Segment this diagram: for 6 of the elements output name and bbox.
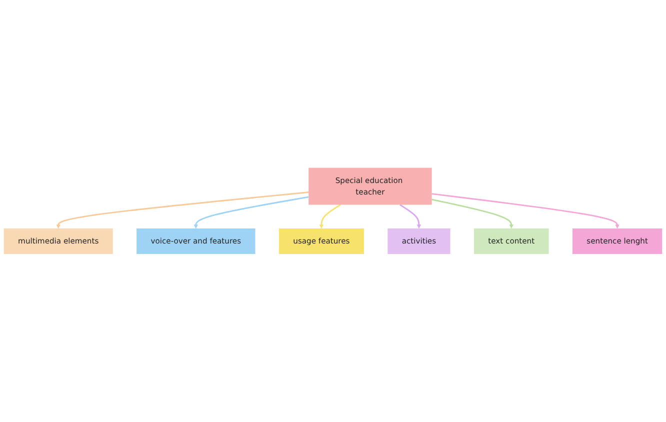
arrow <box>194 196 309 229</box>
arrow <box>56 192 309 229</box>
arrow <box>400 204 422 229</box>
arrow <box>319 204 341 229</box>
arrow <box>432 193 620 229</box>
arrow <box>432 198 514 229</box>
